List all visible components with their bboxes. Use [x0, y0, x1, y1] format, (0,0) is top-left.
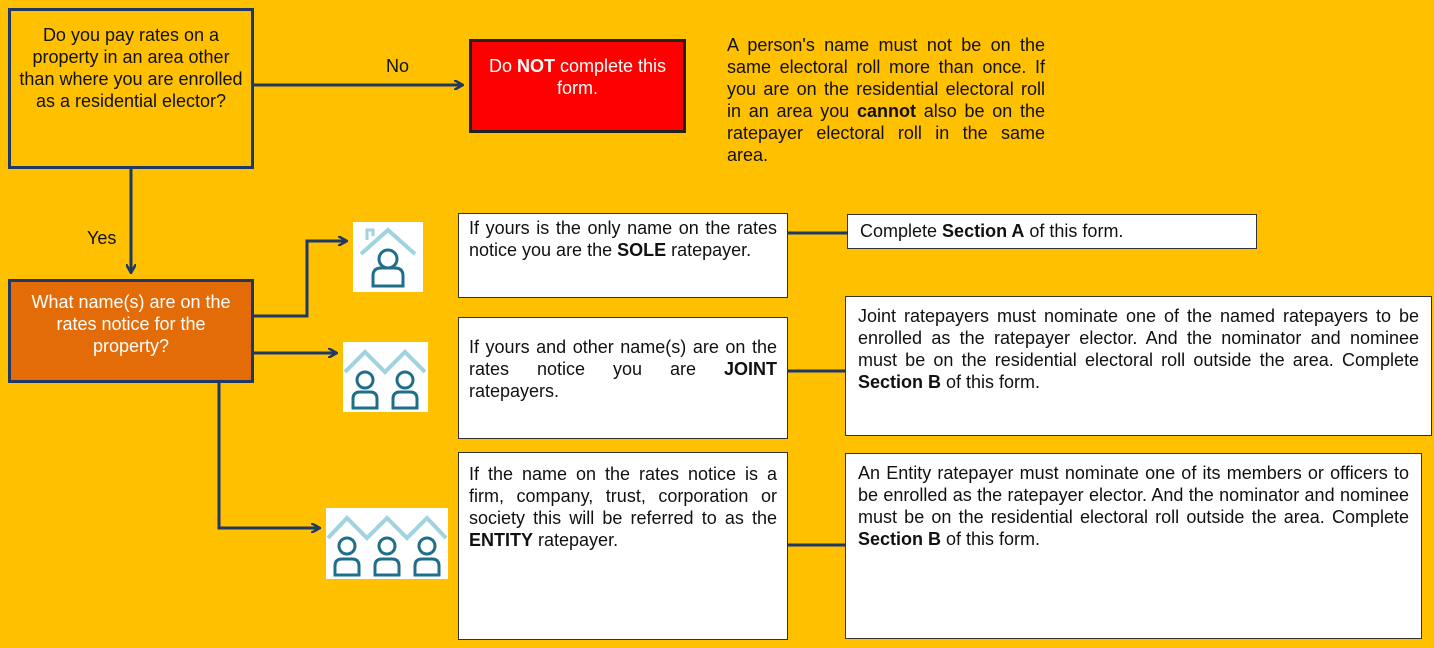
- question-pay-rates-text: Do you pay rates on a property in an are…: [19, 25, 243, 111]
- note-text-1: A person's name must not be on the same …: [727, 35, 1045, 121]
- do-not-suffix: complete this form.: [554, 56, 667, 98]
- question-pay-rates-box: Do you pay rates on a property in an are…: [8, 8, 254, 169]
- sole-result-box: Complete Section A of this form.: [847, 214, 1257, 249]
- two-houses-people-icon: [343, 342, 428, 412]
- note-emphasis: cannot: [856, 101, 916, 121]
- entity-emphasis: ENTITY: [469, 530, 534, 550]
- entity-ratepayer-box: If the name on the rates notice is a fir…: [458, 452, 788, 640]
- electoral-roll-note: A person's name must not be on the same …: [727, 34, 1045, 166]
- sole-emphasis: SOLE: [617, 240, 667, 260]
- joint-result-emphasis: Section B: [858, 372, 942, 392]
- sole-ratepayer-box: If yours is the only name on the rates n…: [458, 213, 788, 298]
- sole-result-text-2: of this form.: [1024, 221, 1124, 241]
- entity-result-box: An Entity ratepayer must nominate one of…: [845, 453, 1422, 639]
- do-not-prefix: Do: [488, 56, 517, 76]
- note-text-2: also be on the ratepayer electoral roll …: [727, 101, 1045, 165]
- entity-branch-arrow: [217, 383, 319, 528]
- sole-text-2: ratepayer.: [666, 240, 752, 260]
- sole-result-emphasis: Section A: [942, 221, 1025, 241]
- yes-label: Yes: [87, 228, 117, 248]
- do-not-complete-box: Do NOT complete this form.: [469, 39, 686, 133]
- no-label: No: [386, 56, 410, 76]
- question-names-box: What name(s) are on the rates notice for…: [8, 279, 254, 383]
- joint-result-text-1: Joint ratepayers must nominate one of th…: [858, 306, 1419, 370]
- question-names-text: What name(s) are on the rates notice for…: [31, 292, 231, 356]
- entity-result-emphasis: Section B: [858, 529, 942, 549]
- sole-text-1: If yours is the only name on the rates n…: [469, 218, 777, 260]
- joint-emphasis: JOINT: [723, 359, 777, 379]
- three-houses-people-icon: [326, 508, 448, 579]
- entity-text-2: ratepayer.: [533, 530, 619, 550]
- entity-text-1: If the name on the rates notice is a fir…: [469, 464, 777, 528]
- joint-result-box: Joint ratepayers must nominate one of th…: [845, 296, 1432, 436]
- house-person-icon: [353, 222, 423, 292]
- do-not-emphasis: NOT: [516, 56, 555, 76]
- joint-result-text-2: of this form.: [941, 372, 1041, 392]
- joint-text-2: ratepayers.: [469, 381, 560, 401]
- entity-result-text-1: An Entity ratepayer must nominate one of…: [858, 463, 1409, 527]
- sole-result-text-1: Complete: [860, 221, 943, 241]
- entity-result-text-2: of this form.: [941, 529, 1041, 549]
- joint-text-1: If yours and other name(s) are on the ra…: [469, 337, 777, 379]
- sole-branch-arrow: [254, 241, 346, 318]
- joint-ratepayer-box: If yours and other name(s) are on the ra…: [458, 317, 788, 439]
